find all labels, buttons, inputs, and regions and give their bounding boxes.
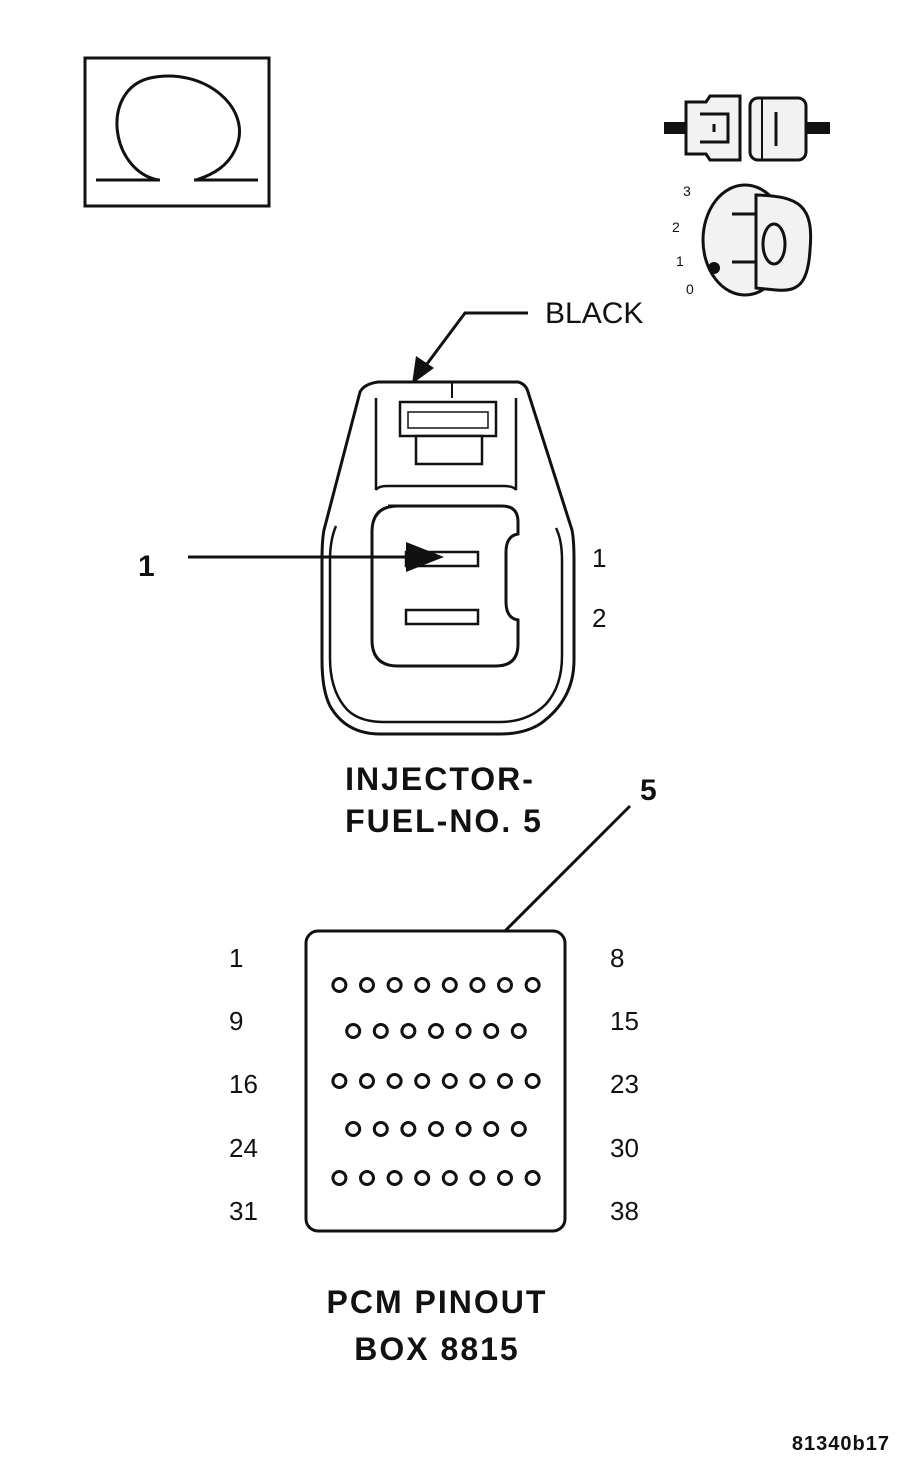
injector-cavity-label-1: 1	[592, 543, 606, 573]
pcm-pin	[524, 1073, 541, 1089]
pcm-pin	[331, 1170, 348, 1186]
pcm-pin	[359, 977, 375, 993]
pcm-pin	[455, 1121, 472, 1137]
pcm-pin	[441, 1170, 458, 1186]
pcm-pin	[372, 1121, 389, 1137]
pcm-pin	[345, 1023, 362, 1039]
pcm-left-label: 24	[229, 1133, 258, 1163]
pcm-pin	[359, 1170, 375, 1186]
connector-color-leader	[410, 311, 528, 385]
pcm-pin	[372, 1023, 389, 1039]
pcm-right-label: 38	[610, 1196, 639, 1226]
pcm-pin	[414, 1170, 431, 1186]
pcm-pin	[497, 1170, 513, 1186]
pcm-right-label: 15	[610, 1006, 639, 1036]
pcm-pin	[386, 1170, 403, 1186]
pcm-left-label: 31	[229, 1196, 258, 1226]
pcm-pin	[428, 1121, 444, 1137]
pcm-pin	[400, 1023, 417, 1039]
ignition-position-2: 2	[672, 219, 680, 235]
pcm-pin	[414, 1073, 431, 1089]
pcm-pin	[331, 977, 348, 993]
pcm-pin	[483, 1023, 500, 1039]
pcm-pin	[497, 977, 513, 993]
connector-disconnect-icon	[664, 94, 830, 162]
ohm-symbol-icon	[83, 56, 271, 208]
pcm-callout-number: 5	[640, 774, 657, 807]
pcm-pin	[400, 1121, 417, 1137]
connector-color-label: BLACK	[545, 297, 643, 330]
pcm-title-line2: BOX 8815	[354, 1331, 519, 1367]
injector-cavity-2	[404, 608, 480, 626]
pcm-pin	[469, 1073, 486, 1089]
injector-cavity-label-2: 2	[592, 603, 606, 633]
pcm-pin	[510, 1121, 527, 1137]
pcm-right-label: 8	[610, 943, 624, 973]
injector-callout-number: 1	[138, 550, 155, 583]
pcm-title-line1: PCM PINOUT	[327, 1284, 548, 1320]
injector-title-line2: FUEL-NO. 5	[345, 803, 543, 839]
pcm-pin	[359, 1073, 375, 1089]
pcm-pin	[331, 1073, 348, 1089]
ignition-position-0: 0	[686, 281, 694, 297]
pcm-pin-grid	[331, 977, 541, 1186]
pcm-left-label: 1	[229, 943, 243, 973]
ignition-position-1: 1	[676, 253, 684, 269]
pcm-pin	[386, 977, 403, 993]
pcm-pin	[428, 1023, 444, 1039]
pcm-connector-box	[304, 929, 567, 1233]
pcm-right-label: 23	[610, 1069, 639, 1099]
pcm-right-label: 30	[610, 1133, 639, 1163]
figure-id: 81340b17	[792, 1433, 890, 1455]
pcm-left-label: 16	[229, 1069, 258, 1099]
pcm-pin	[455, 1023, 472, 1039]
connector-color-arrowhead	[412, 356, 434, 384]
pcm-pin	[441, 977, 458, 993]
pcm-left-label: 9	[229, 1006, 243, 1036]
pcm-pin	[469, 977, 486, 993]
pcm-pin	[441, 1073, 458, 1089]
pcm-pin	[414, 977, 431, 993]
ignition-position-3: 3	[683, 183, 691, 199]
pcm-pin	[386, 1073, 403, 1089]
pcm-pin	[510, 1023, 527, 1039]
pcm-pin	[469, 1170, 486, 1186]
ignition-key-icon: 3 2 1 0	[672, 183, 813, 297]
pcm-pin	[483, 1121, 500, 1137]
injector-title-line1: INJECTOR-	[345, 761, 535, 797]
injector-callout-arrowhead	[406, 542, 444, 572]
pcm-pin	[524, 977, 541, 993]
pcm-pin	[497, 1073, 513, 1089]
pcm-pin	[345, 1121, 362, 1137]
pcm-pin	[524, 1170, 541, 1186]
